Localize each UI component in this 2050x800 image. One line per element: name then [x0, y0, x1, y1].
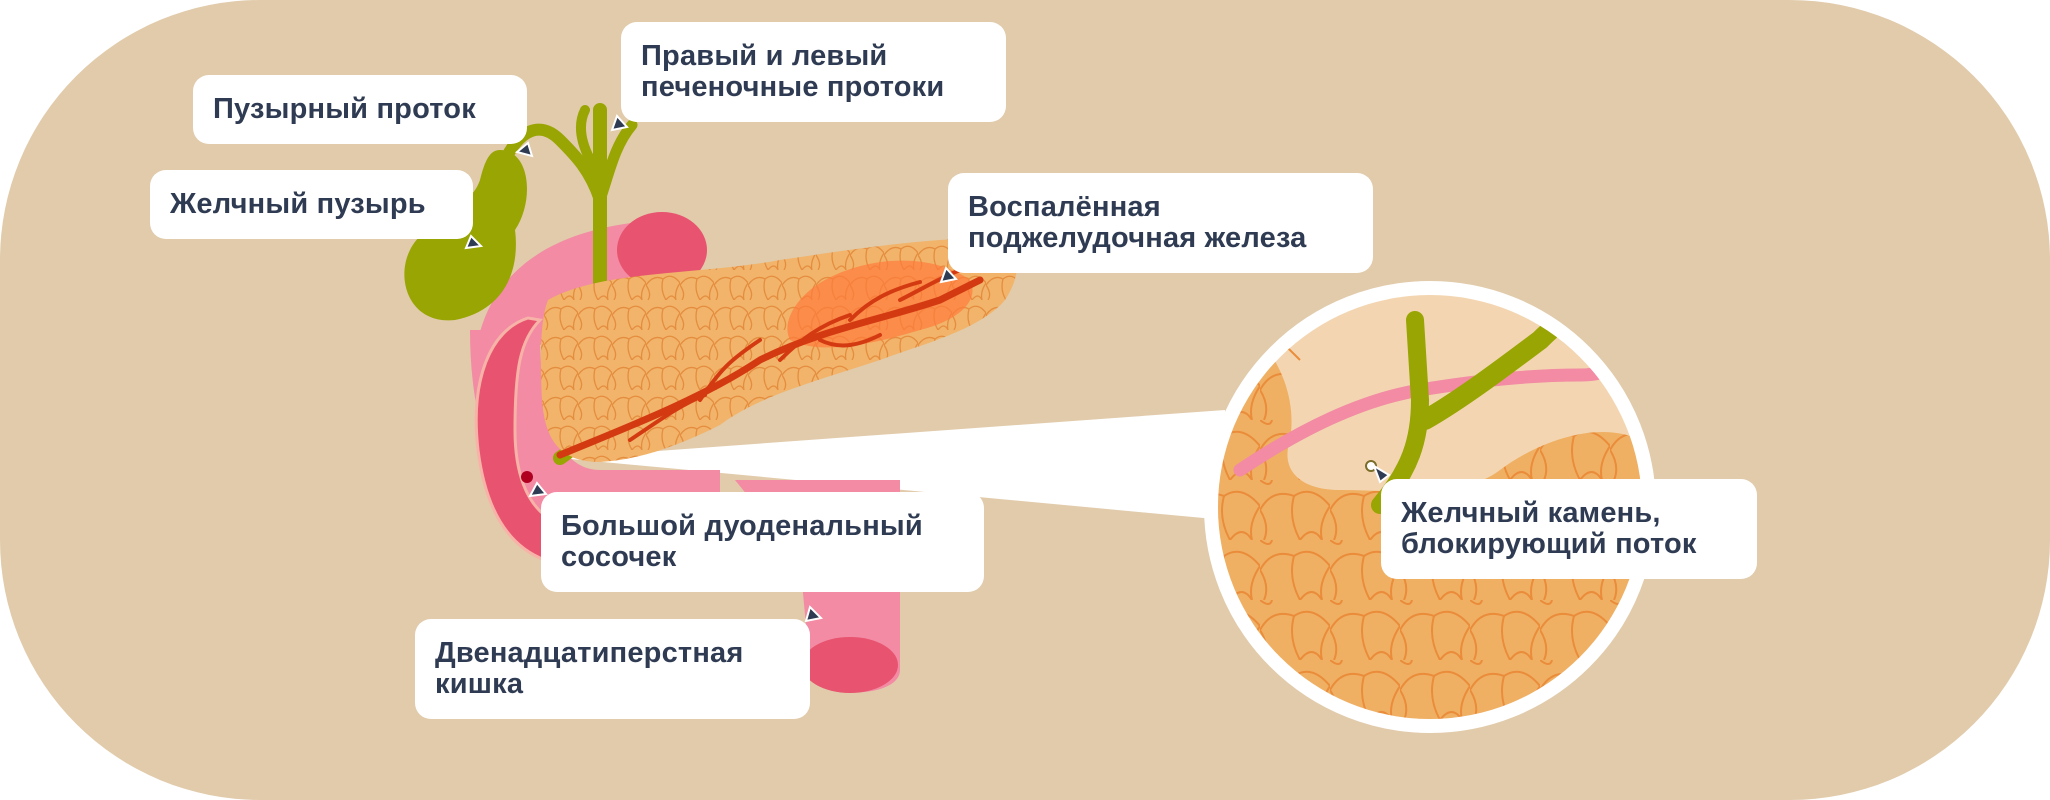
label-inflamed-pancreas: Воспалённая поджелудочная железа	[948, 173, 1373, 273]
label-gallbladder: Желчный пузырь	[150, 170, 473, 239]
zoom-pointer-wedge	[560, 410, 1225, 520]
label-hepatic-ducts: Правый и левый печеночные протоки	[621, 22, 1006, 122]
label-major-duodenal-papilla: Большой дуоденальный сосочек	[541, 492, 984, 592]
pointer-arrow-icon	[464, 114, 1391, 623]
pancreatic-duct	[556, 276, 984, 459]
pancreas	[540, 238, 1017, 462]
label-gallstone: Желчный камень, блокирующий поток	[1381, 479, 1757, 579]
label-cystic-duct: Пузырный проток	[193, 75, 527, 144]
inflamed-region	[787, 260, 973, 348]
gallstone	[1365, 460, 1377, 472]
label-duodenum: Двенадцатиперстная кишка	[415, 619, 810, 719]
